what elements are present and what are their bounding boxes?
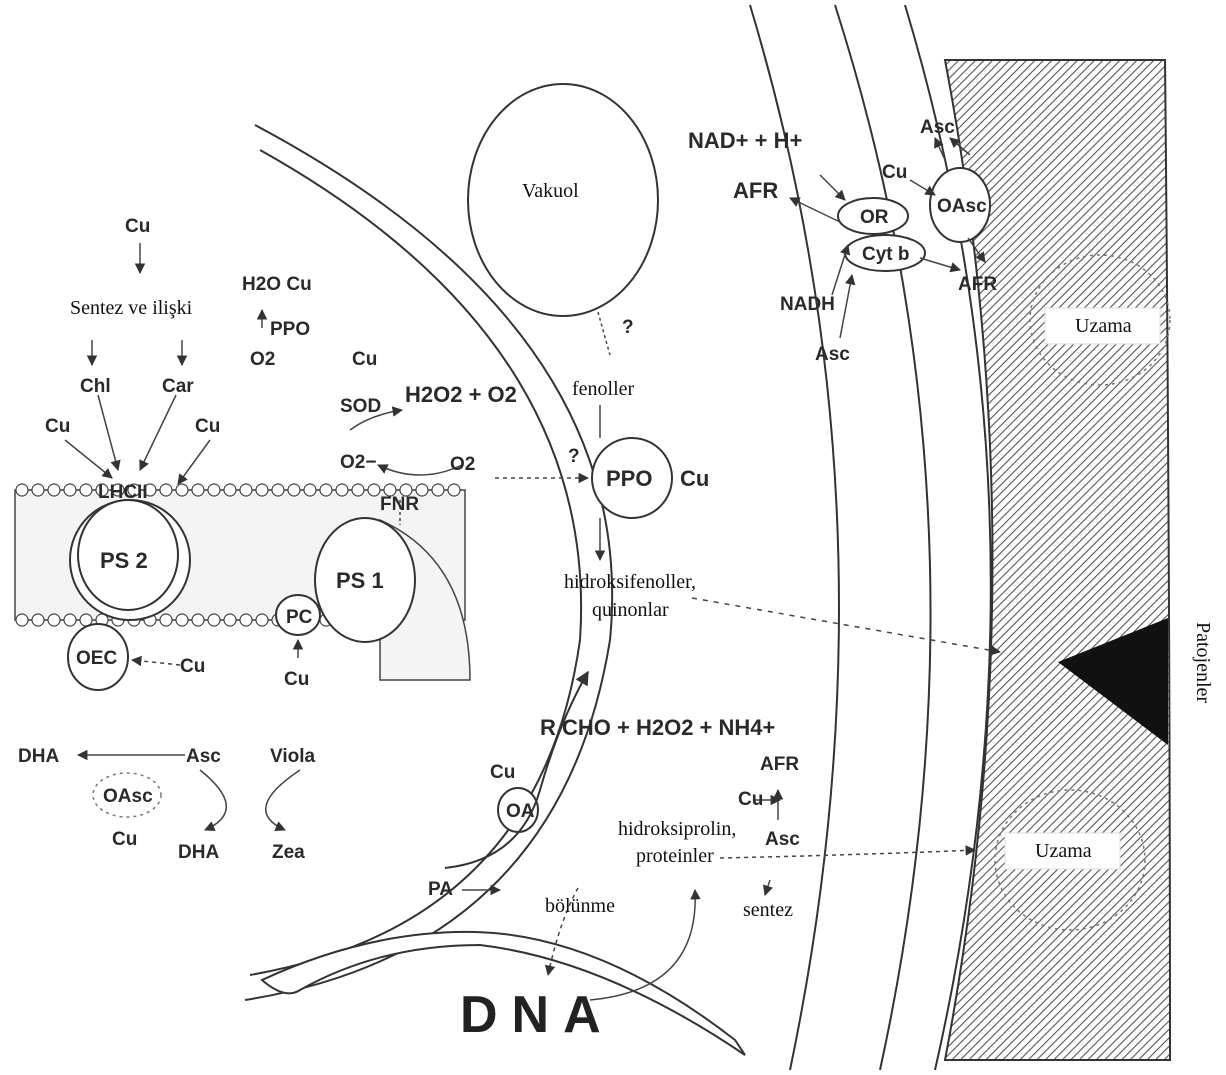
uzama-bottom-label: Uzama — [1035, 840, 1092, 862]
lipid-head — [240, 484, 252, 496]
lipid-head — [160, 484, 172, 496]
cu-chl: Cu — [45, 416, 70, 437]
ppo-small-label: PPO — [270, 319, 310, 340]
ps2-label: PS 2 — [100, 548, 148, 573]
car-label: Car — [162, 376, 194, 397]
lipid-head — [240, 614, 252, 626]
cu-sod: Cu — [352, 349, 377, 370]
asc-bottom-label: Asc — [765, 829, 800, 850]
rcho-equation: R CHO + H2O2 + NH4+ — [540, 715, 775, 740]
nadh-label: NADH — [780, 294, 835, 315]
lipid-head — [256, 614, 268, 626]
lipid-head — [176, 484, 188, 496]
cytb-label: Cyt b — [862, 244, 910, 265]
hidroksifenoller-label: hidroksifenoller, — [564, 571, 696, 593]
oasc-right-label: OAsc — [937, 196, 987, 217]
cu-membrane: Cu — [195, 416, 220, 437]
cu-asc: Cu — [738, 789, 763, 810]
fnr-label: FNR — [380, 494, 419, 515]
afr-right-label: AFR — [958, 274, 997, 295]
sentez-ve-iliski-label: Sentez ve ilişki — [70, 297, 193, 319]
oa-label: OA — [506, 801, 535, 822]
vakuol-label: Vakuol — [522, 180, 579, 202]
ps1-label: PS 1 — [336, 568, 384, 593]
lipid-head — [352, 484, 364, 496]
o2-right-label: O2 — [450, 454, 475, 475]
afr-top-label: AFR — [733, 178, 778, 203]
lipid-head — [48, 614, 60, 626]
lipid-head — [224, 614, 236, 626]
lhcii-label: LHCII — [98, 482, 148, 503]
patojenler-label: Patojenler — [1192, 622, 1214, 703]
afr-bottom-label: AFR — [760, 754, 799, 775]
lipid-head — [432, 484, 444, 496]
lipid-head — [208, 614, 220, 626]
cu-oasc-left: Cu — [112, 829, 137, 850]
cu-top: Cu — [125, 216, 150, 237]
question-mark-2: ? — [568, 446, 580, 467]
cu-oec: Cu — [180, 656, 205, 677]
pa-label: PA — [428, 879, 453, 900]
or-label: OR — [860, 207, 889, 228]
lipid-head — [16, 484, 28, 496]
zea-label: Zea — [272, 842, 305, 863]
cu-pc: Cu — [284, 669, 309, 690]
lipid-head — [80, 484, 92, 496]
hidroksiprolin-label: hidroksiprolin, — [618, 818, 736, 840]
question-mark-1: ? — [622, 317, 634, 338]
lipid-head — [16, 614, 28, 626]
lipid-head — [448, 484, 460, 496]
oec-label: OEC — [76, 648, 117, 669]
h2o2-o2-label: H2O2 + O2 — [405, 382, 517, 407]
fenoller-label: fenoller — [572, 378, 635, 400]
chl-label: Chl — [80, 376, 111, 397]
lipid-head — [192, 484, 204, 496]
dha-bottom-label: DHA — [178, 842, 219, 863]
lipid-head — [256, 484, 268, 496]
quinonlar-label: quinonlar — [592, 599, 669, 621]
uzama-top-label: Uzama — [1075, 315, 1132, 337]
lipid-head — [368, 484, 380, 496]
lipid-head — [320, 484, 332, 496]
sod-label: SOD — [340, 396, 381, 417]
lipid-head — [64, 484, 76, 496]
lipid-head — [32, 614, 44, 626]
lipid-head — [224, 484, 236, 496]
lipid-head — [272, 484, 284, 496]
lipid-head — [192, 614, 204, 626]
asc-top-label: Asc — [920, 117, 955, 138]
lipid-head — [160, 614, 172, 626]
lipid-head — [176, 614, 188, 626]
o2-minus-label: O2− — [340, 452, 376, 473]
ppo-label: PPO — [606, 466, 652, 491]
h2o-cu-label: H2O Cu — [242, 274, 312, 295]
asc-nadh-label: Asc — [815, 344, 850, 365]
cu-oa: Cu — [490, 762, 515, 783]
cu-top-right: Cu — [882, 162, 907, 183]
o2-small-label: O2 — [250, 349, 275, 370]
lipid-head — [304, 484, 316, 496]
proteinler-label: proteinler — [636, 845, 714, 867]
pc-label: PC — [286, 607, 313, 628]
lipid-head — [64, 614, 76, 626]
cu-ppo: Cu — [680, 466, 709, 491]
nad-label: NAD+ + H+ — [688, 128, 802, 153]
viola-label: Viola — [270, 746, 315, 767]
bolunme-label: bölünme — [545, 895, 615, 917]
lipid-head — [336, 484, 348, 496]
oasc-left-label: OAsc — [103, 786, 153, 807]
dha-left-label: DHA — [18, 746, 59, 767]
lipid-head — [208, 484, 220, 496]
lipid-head — [48, 484, 60, 496]
lipid-head — [32, 484, 44, 496]
asc-left-label: Asc — [186, 746, 221, 767]
dna-label: DNA — [460, 986, 615, 1044]
sentez-label: sentez — [743, 899, 793, 921]
lipid-head — [288, 484, 300, 496]
